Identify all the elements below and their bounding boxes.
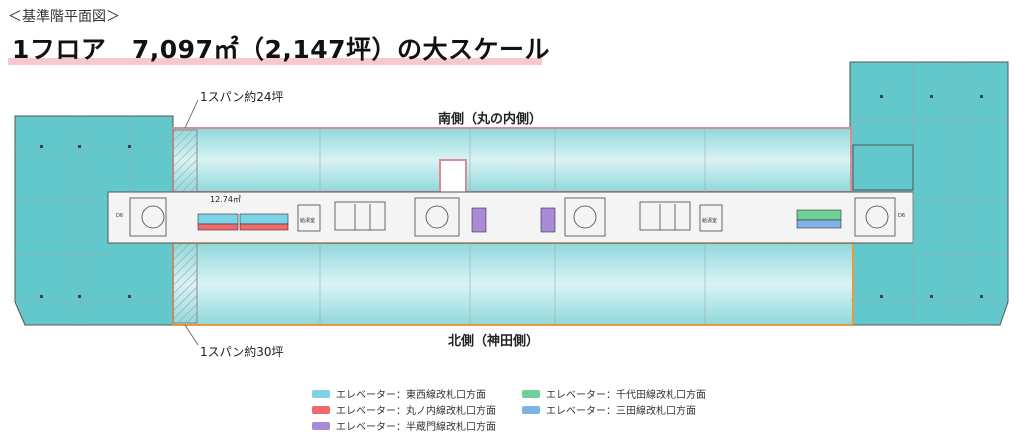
legend-item-mita: エレベーター：三田線改札口方面 [522,402,696,417]
legend-swatch-tozai [312,389,330,398]
elevator-bank-hanzomon-2 [540,207,556,233]
span-north-hatch [172,242,198,324]
legend-swatch-hanzomon [312,421,330,430]
legend-swatch-marunouchi [312,405,330,414]
svg-text:D6: D6 [116,213,123,219]
page-headline: 1フロア 7,097㎡（2,147坪）の大スケール [12,35,551,64]
elevator-bank-chiyoda [796,209,842,221]
elevator-bank-marunouchi-2 [239,223,289,231]
elevator-bank-marunouchi [197,223,239,231]
core-area-label: 12.74㎡ [210,195,241,204]
span-label-south: 1スパン約24坪 [200,90,284,104]
legend-item-hanzomon: エレベーター：半蔵門線改札口方面 [312,418,496,433]
span-south-hatch [172,129,198,193]
east-room [852,144,914,191]
legend-swatch-mita [522,405,540,414]
south-office [172,127,852,193]
svg-text:給湯室: 給湯室 [300,217,315,224]
north-office [172,242,854,326]
elevator-bank-mita [796,219,842,229]
column-markers [40,95,983,298]
elevator-bank-tozai-2 [239,213,289,225]
svg-text:D6: D6 [898,213,905,219]
legend-item-marunouchi: エレベーター：丸ノ内線改札口方面 [312,402,496,417]
elevator-bank-tozai [197,213,239,225]
legend-swatch-chiyoda [522,389,540,398]
svg-text:給湯室: 給湯室 [702,217,717,224]
legend-item-tozai: エレベーター：東西線改札口方面 [312,386,486,401]
headline-underline [8,58,542,65]
elevator-bank-hanzomon-1 [471,207,487,233]
legend-item-chiyoda: エレベーター：千代田線改札口方面 [522,386,706,401]
span-label-north: 1スパン約30坪 [200,345,284,359]
north-side-label: 北側（神田側） [448,334,540,349]
south-side-label: 南側（丸の内側） [438,112,543,127]
plan-caption: ＜基準階平面図＞ [8,9,120,25]
